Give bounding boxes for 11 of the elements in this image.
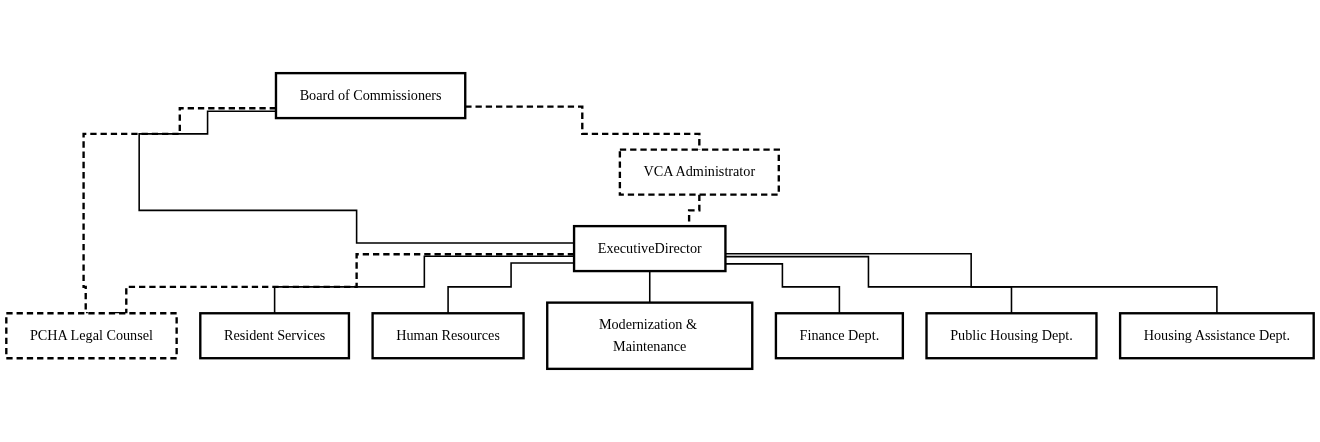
node-box: ExecutiveDirector: [572, 224, 727, 273]
node-box: PCHA Legal Counsel: [5, 312, 178, 360]
node-box: Resident Services: [199, 312, 351, 360]
node-box: VCA Administrator: [618, 148, 780, 196]
connector: [138, 110, 575, 244]
node-box: Housing Assistance Dept.: [1118, 312, 1315, 360]
node-box: Board of Commissioners: [274, 71, 467, 120]
node-box: Finance Dept.: [774, 312, 905, 360]
node-box: Modernization & Maintenance: [546, 301, 754, 371]
node-box: Public Housing Dept.: [925, 312, 1098, 360]
node-box: Human Resources: [371, 312, 525, 360]
